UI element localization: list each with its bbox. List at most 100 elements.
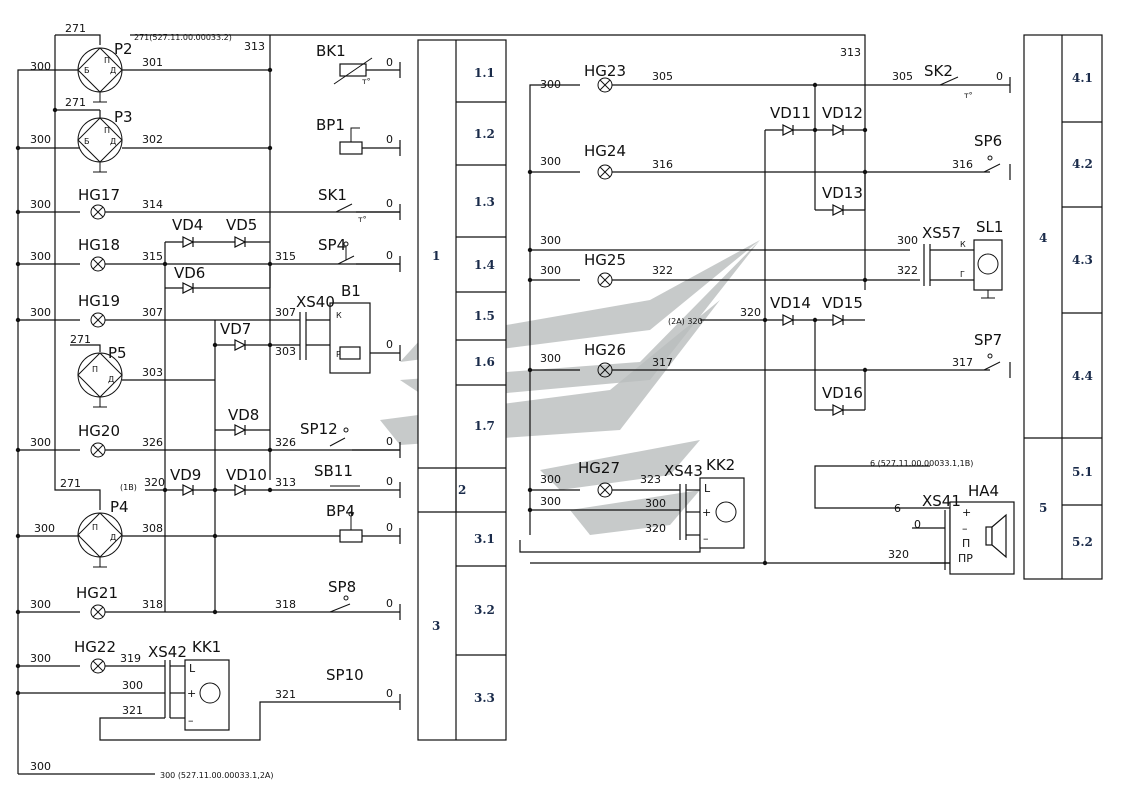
svg-text:HG17: HG17 bbox=[78, 186, 120, 204]
wire-labels-left: 271 271(527.11.00.00033.2) 313 271 271 2… bbox=[30, 22, 274, 780]
component-label: P2 bbox=[114, 40, 133, 58]
svg-text:–: – bbox=[188, 714, 194, 727]
svg-text:HA4: HA4 bbox=[968, 482, 999, 500]
svg-text:6 (527.11.00.00033.1,1B): 6 (527.11.00.00033.1,1B) bbox=[870, 459, 973, 468]
wire-label: 301 bbox=[142, 56, 163, 69]
svg-text:К: К bbox=[960, 240, 966, 249]
svg-text:BP4: BP4 bbox=[326, 502, 355, 520]
svg-text:VD5: VD5 bbox=[226, 216, 257, 234]
component-label: P4 bbox=[110, 498, 129, 516]
svg-text:HG26: HG26 bbox=[584, 341, 626, 359]
right-lamps: HG23 305 305 HG24 316 316 HG25 322 322 3… bbox=[578, 62, 1010, 535]
table-row-label: 5.1 bbox=[1072, 465, 1093, 479]
sensor-p3: P3 Б П Д 302 bbox=[77, 108, 270, 173]
svg-text:322: 322 bbox=[897, 264, 918, 277]
svg-text:6: 6 bbox=[894, 502, 901, 515]
svg-text:314: 314 bbox=[142, 198, 163, 211]
svg-text:0: 0 bbox=[386, 338, 393, 351]
svg-text:316: 316 bbox=[952, 158, 973, 171]
svg-text:B1: B1 bbox=[341, 282, 361, 300]
table-row-label: 1.6 bbox=[474, 355, 495, 369]
svg-text:HG22: HG22 bbox=[74, 638, 116, 656]
wire-label: 300 bbox=[30, 306, 51, 319]
sensor-p4: P4 П Д 308 (1B) bbox=[77, 483, 400, 568]
svg-text:320: 320 bbox=[144, 476, 165, 489]
svg-text:318: 318 bbox=[275, 598, 296, 611]
table-row-label: 1.3 bbox=[474, 195, 495, 209]
svg-text:Б: Б bbox=[84, 66, 90, 75]
svg-text:HG27: HG27 bbox=[578, 459, 620, 477]
lamp-hg17: HG17 314 bbox=[78, 186, 400, 220]
lamp-hg20: HG20 326 326 bbox=[78, 422, 400, 458]
table-group-label: 5 bbox=[1039, 501, 1047, 515]
svg-text:0: 0 bbox=[386, 475, 393, 488]
wire-label: 271 bbox=[65, 22, 86, 35]
wire-label: 300 bbox=[30, 133, 51, 146]
table-row-label: 1.7 bbox=[474, 419, 495, 433]
wire-label: 303 bbox=[142, 366, 163, 379]
svg-text:HG25: HG25 bbox=[584, 251, 626, 269]
svg-text:BP1: BP1 bbox=[316, 116, 345, 134]
wire-label: 300 bbox=[30, 250, 51, 263]
wire-ref-label: 271(527.11.00.00033.2) bbox=[134, 33, 232, 42]
svg-text:0: 0 bbox=[914, 518, 921, 531]
table-group-label: 3 bbox=[432, 619, 440, 633]
svg-text:318: 318 bbox=[142, 598, 163, 611]
svg-text:320: 320 bbox=[740, 306, 761, 319]
diode-vd13 bbox=[832, 204, 845, 216]
diode-vd10 bbox=[234, 484, 247, 496]
table-left: 1 2 3 1.1 1.2 1.3 1.4 1.5 1.6 1.7 3.1 3.… bbox=[417, 39, 507, 741]
switch-sp7: SP7 bbox=[974, 331, 1011, 378]
table-right: 4 5 4.1 4.2 4.3 4.4 5.1 5.2 bbox=[1023, 34, 1103, 580]
left-diode-network: VD4 VD5 VD6 VD7 VD8 VD9 VD10 320 313 303 bbox=[144, 67, 400, 615]
svg-text:316: 316 bbox=[652, 158, 673, 171]
svg-text:+: + bbox=[962, 506, 971, 519]
svg-text:VD6: VD6 bbox=[174, 264, 205, 282]
svg-text:Д: Д bbox=[110, 137, 116, 146]
svg-text:317: 317 bbox=[952, 356, 973, 369]
table-row-label: 4.4 bbox=[1072, 369, 1093, 383]
diode-vd15 bbox=[832, 314, 845, 326]
svg-text:П: П bbox=[104, 56, 110, 65]
svg-text:KK2: KK2 bbox=[706, 456, 735, 474]
svg-text:+: + bbox=[702, 506, 711, 519]
sensor-sl1: XS57 SL1 К Г bbox=[922, 218, 1003, 299]
sensor-p5: P5 П Д 303 bbox=[77, 344, 215, 408]
svg-text:SP12: SP12 bbox=[300, 420, 338, 438]
svg-text:0: 0 bbox=[386, 56, 393, 69]
svg-text:SP8: SP8 bbox=[328, 578, 356, 596]
lamp-hg21: HG21 318 318 bbox=[76, 584, 400, 620]
svg-text:KK1: KK1 bbox=[192, 638, 221, 656]
svg-text:VD16: VD16 bbox=[822, 384, 863, 402]
svg-text:HG18: HG18 bbox=[78, 236, 120, 254]
diode-vd8 bbox=[234, 424, 247, 436]
svg-text:0: 0 bbox=[386, 435, 393, 448]
svg-text:–: – bbox=[703, 532, 709, 545]
lamp-hg27 bbox=[597, 482, 613, 498]
sensor-p2: P2 Б П Д 301 bbox=[55, 40, 270, 103]
wire-label: 313 bbox=[244, 40, 265, 53]
wire-label: 300 bbox=[34, 522, 55, 535]
svg-text:HG24: HG24 bbox=[584, 142, 626, 160]
diode-vd12 bbox=[832, 124, 845, 136]
svg-text:Б: Б bbox=[84, 137, 90, 146]
switch-sb11: SB11 0 bbox=[314, 462, 401, 498]
svg-text:XS40: XS40 bbox=[296, 293, 335, 311]
table-row-label: 1.1 bbox=[474, 66, 495, 80]
svg-text:VD12: VD12 bbox=[822, 104, 863, 122]
svg-text:SP6: SP6 bbox=[974, 132, 1002, 150]
svg-text:т°: т° bbox=[358, 215, 367, 224]
svg-text:300: 300 bbox=[540, 155, 561, 168]
svg-text:VD7: VD7 bbox=[220, 320, 251, 338]
table-row-label: 5.2 bbox=[1072, 535, 1093, 549]
svg-text:0: 0 bbox=[386, 197, 393, 210]
diode-vd4 bbox=[182, 236, 195, 248]
svg-text:0: 0 bbox=[386, 597, 393, 610]
svg-text:321: 321 bbox=[275, 688, 296, 701]
right-diodes: VD11 VD12 VD13 VD14 VD15 VD16 320 bbox=[700, 82, 868, 566]
table-row-label: 3.3 bbox=[474, 691, 495, 705]
svg-text:0: 0 bbox=[996, 70, 1003, 83]
svg-text:313: 313 bbox=[840, 46, 861, 59]
wire-label: 300 bbox=[30, 652, 51, 665]
